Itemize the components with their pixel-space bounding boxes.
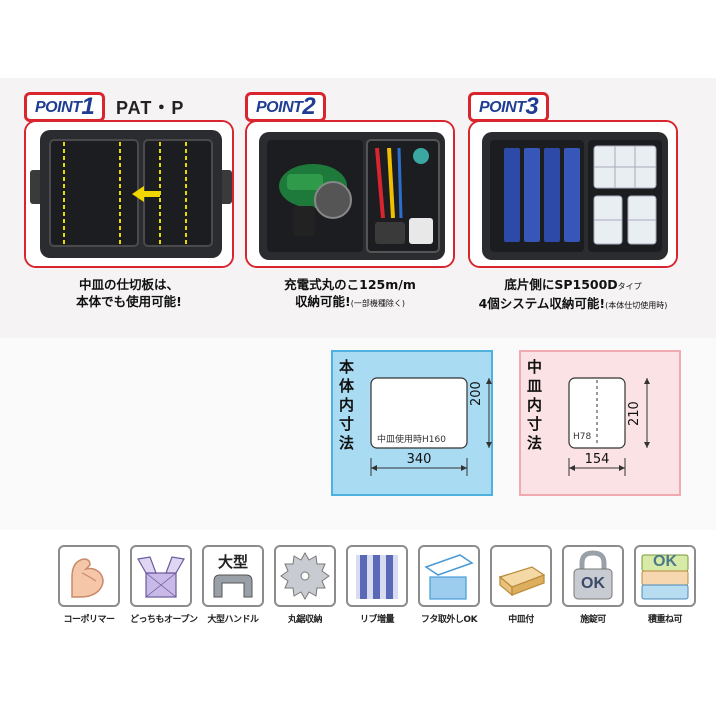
point-1-caption: 中皿の仕切板は、 本体でも使用可能!: [76, 277, 182, 309]
double-open-icon: [130, 545, 192, 607]
feature-lockable: OK 施錠可: [562, 545, 626, 625]
body-height-value: 200: [469, 381, 484, 406]
tray-inner-note: H78: [573, 432, 592, 442]
lock-icon: OK: [562, 545, 624, 607]
point-3-badge: POINT3: [468, 92, 550, 122]
body-dimensions-title: 本体内寸法: [339, 358, 355, 452]
tray-height-value: 210: [627, 401, 642, 426]
point-2-photo: [245, 120, 455, 268]
removable-lid-icon: [418, 545, 480, 607]
point-3-caption: 底片側にSP1500Dタイプ 4個システム収納可能!(本体仕切使用時): [478, 277, 668, 311]
tray-dimensions-title: 中皿内寸法: [527, 358, 543, 452]
feature-icons-row: コーポリマー どっちもオープン 大型 大型ハンドル: [58, 545, 698, 635]
patent-label: PAT・P: [116, 98, 185, 118]
saw-blade-icon: [274, 545, 336, 607]
body-inner-note: 中皿使用時H160: [377, 435, 446, 445]
feature-double-open: どっちもオープン: [130, 545, 198, 625]
point-3-photo: [468, 120, 678, 268]
feature-removable-lid: フタ取外しOK: [418, 545, 482, 625]
feature-more-ribs: リブ増量: [346, 545, 410, 625]
strong-arm-icon: [58, 545, 120, 607]
feature-large-handle: 大型 大型ハンドル: [202, 545, 266, 625]
tray-icon: [490, 545, 552, 607]
feature-copolymer: コーポリマー: [58, 545, 122, 625]
ribs-icon: [346, 545, 408, 607]
feature-saw-storage: 丸鋸収納: [274, 545, 338, 625]
stackable-icon: OK: [634, 545, 696, 607]
tray-width-value: 154: [584, 452, 610, 467]
tray-dimensions-panel: 中皿内寸法 H78 210 154: [519, 350, 681, 496]
point-2-badge: POINT2: [245, 92, 327, 122]
point-2-caption: 充電式丸のこ125m/m 収納可能!(一部機種除く): [284, 277, 416, 309]
large-handle-icon: 大型: [202, 545, 264, 607]
point-1-badge: POINT1: [24, 92, 106, 122]
feature-stackable: OK 積重ね可: [634, 545, 698, 625]
feature-tray-included: 中皿付: [490, 545, 554, 625]
body-dimensions-panel: 本体内寸法 中皿使用時H160 200 340: [331, 350, 493, 496]
point-1-photo: [24, 120, 234, 268]
body-width-value: 340: [406, 452, 432, 467]
